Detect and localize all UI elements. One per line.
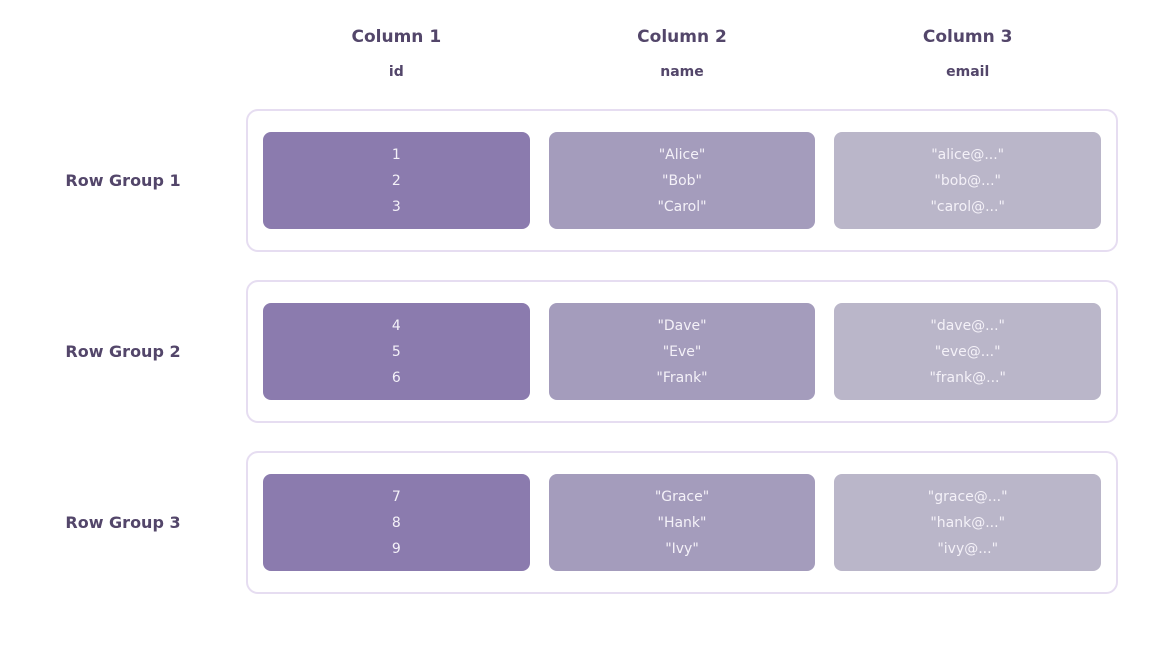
column-chunk-email: "grace@..." "hank@..." "ivy@..." [834,474,1102,571]
column-header-1: Column 1 id [263,27,530,81]
cell-values: "Alice" "Bob" "Carol" [657,146,707,215]
row-group-label-3: Row Group 3 [65,513,181,532]
column-chunk-id: 1 2 3 [263,132,530,229]
row-group-row-2: Row Group 2 4 5 6 "Dave" "Eve" "Frank" "… [0,280,1118,423]
cell-values: 7 8 9 [391,488,401,557]
cell-values: "alice@..." "bob@..." "carol@..." [930,146,1005,215]
cell-values: "grace@..." "hank@..." "ivy@..." [927,488,1008,557]
row-group-label-1: Row Group 1 [65,171,181,190]
row-group-row-1: Row Group 1 1 2 3 "Alice" "Bob" "Carol" … [0,109,1118,252]
cell-values: 4 5 6 [391,317,401,386]
cell-values: 1 2 3 [391,146,401,215]
column-field-name: email [946,64,990,80]
row-group-container-2: 4 5 6 "Dave" "Eve" "Frank" "dave@..." "e… [246,280,1118,423]
column-chunk-name: "Grace" "Hank" "Ivy" [548,474,816,571]
column-chunk-email: "alice@..." "bob@..." "carol@..." [834,132,1102,229]
cell-values: "Dave" "Eve" "Frank" [656,317,708,386]
column-headers: Column 1 id Column 2 name Column 3 email [246,0,1118,81]
column-chunk-id: 7 8 9 [263,474,530,571]
row-group-container-1: 1 2 3 "Alice" "Bob" "Carol" "alice@..." … [246,109,1118,252]
column-title: Column 2 [637,27,727,47]
row-group-label-2: Row Group 2 [65,342,181,361]
column-title: Column 3 [922,27,1013,47]
column-chunk-id: 4 5 6 [263,303,530,400]
row-group-container-3: 7 8 9 "Grace" "Hank" "Ivy" "grace@..." "… [246,451,1118,594]
column-field-name: name [660,64,704,80]
column-field-name: id [388,64,404,80]
cell-values: "Grace" "Hank" "Ivy" [654,488,710,557]
column-chunk-name: "Alice" "Bob" "Carol" [548,132,816,229]
row-group-row-3: Row Group 3 7 8 9 "Grace" "Hank" "Ivy" "… [0,451,1118,594]
column-chunk-name: "Dave" "Eve" "Frank" [548,303,816,400]
column-header-2: Column 2 name [549,27,816,81]
column-title: Column 1 [351,27,442,47]
column-header-3: Column 3 email [834,27,1101,81]
column-chunk-email: "dave@..." "eve@..." "frank@..." [834,303,1102,400]
cell-values: "dave@..." "eve@..." "frank@..." [929,317,1006,386]
